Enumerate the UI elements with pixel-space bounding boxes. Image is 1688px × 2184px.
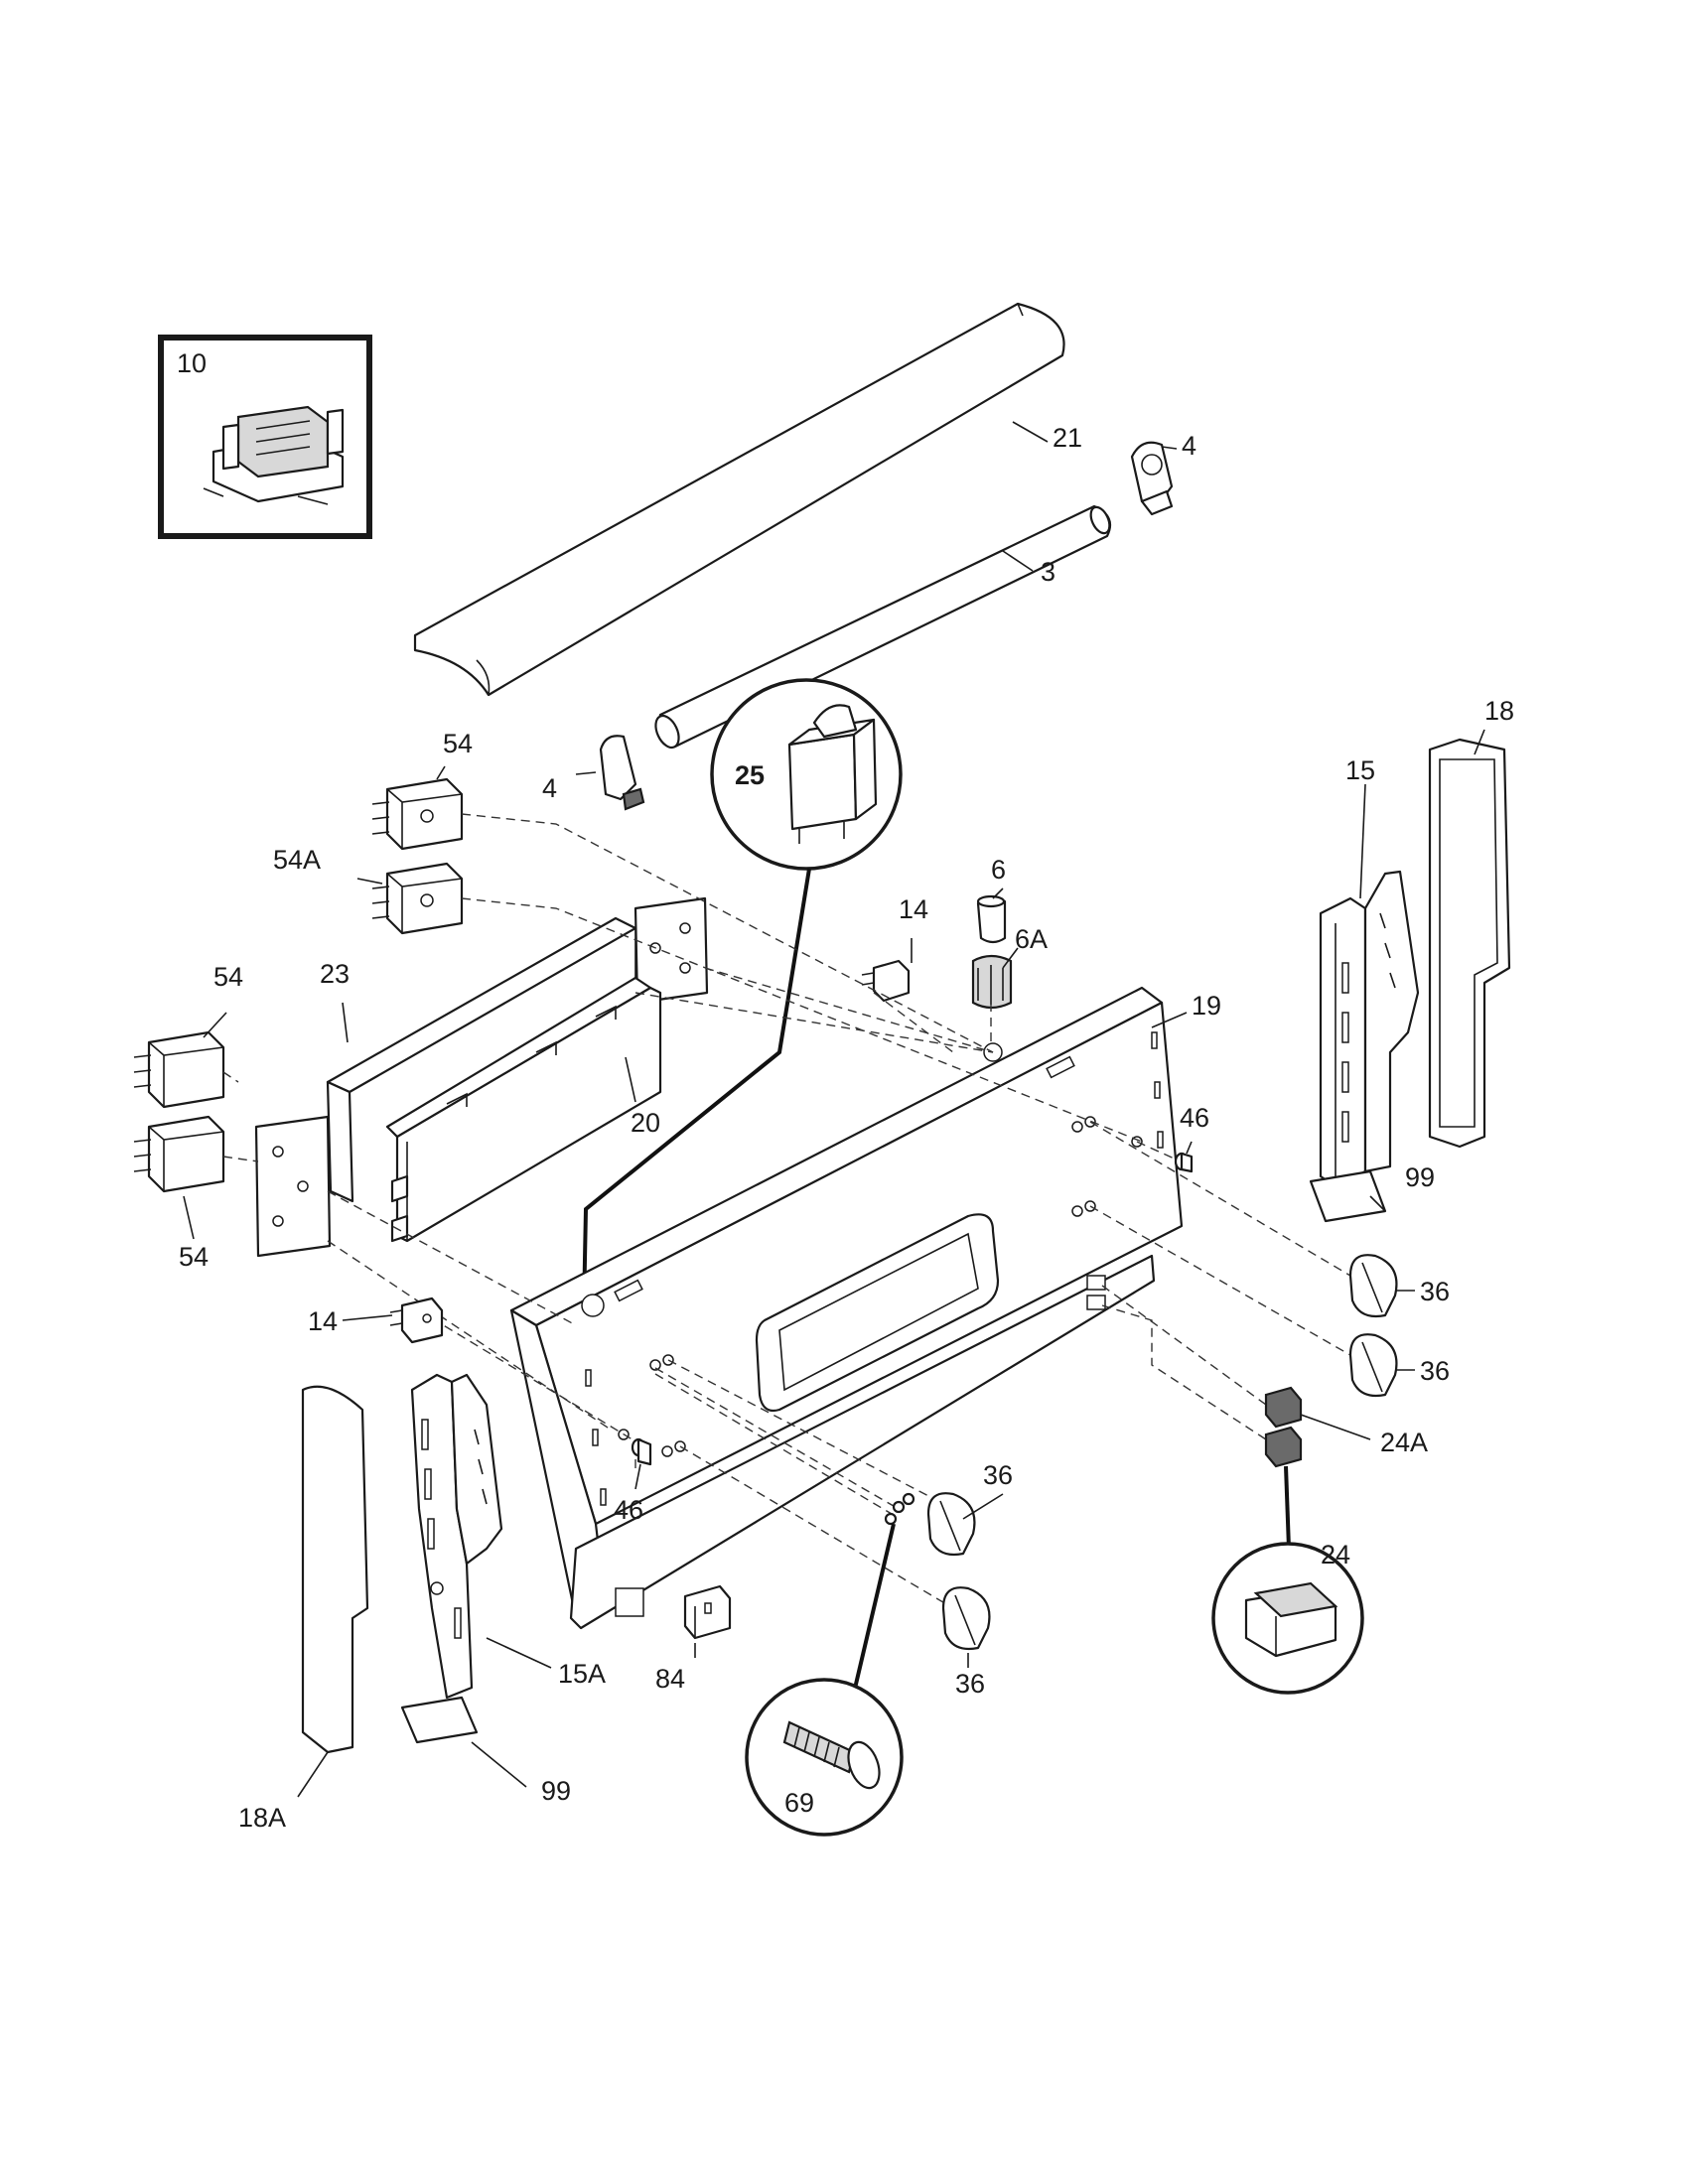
control-part-54A [371,862,464,935]
callout-99-right: 99 [1405,1162,1435,1192]
callout-4-right: 4 [1182,431,1196,461]
callout-3: 3 [1041,557,1055,587]
detail-circle-part-25 [710,678,903,871]
callout-54-bottom: 54 [179,1242,209,1272]
callout-24: 24 [1321,1540,1350,1570]
assembly-lines [222,813,1351,1737]
side-bracket-part-15A [400,1373,503,1744]
inset-part-10 [158,335,372,539]
receptacle-part-84 [683,1584,732,1640]
control-part-54-mid [133,1030,225,1109]
callout-14-lower: 14 [308,1306,338,1336]
callout-46-right: 46 [1180,1103,1209,1133]
callout-36-a: 36 [1420,1277,1450,1306]
callout-6A: 6A [1015,924,1048,954]
control-part-54-bottom [133,1115,225,1193]
terminal-block-part-14-upper [861,959,911,1003]
leader-heavy-25 [582,868,811,1311]
leader-heavy-24 [1284,1465,1291,1550]
leader-heavy-69 [852,1523,896,1694]
callout-21: 21 [1053,423,1082,453]
callout-36-b: 36 [1420,1356,1450,1386]
callout-14-upper: 14 [899,894,928,924]
side-bracket-part-15 [1309,870,1420,1223]
callout-15: 15 [1345,755,1375,785]
knob-part-36-b [1348,1333,1398,1398]
callout-25: 25 [735,760,765,790]
detail-circle-part-24 [1211,1542,1364,1695]
knob-part-36-c [926,1492,976,1557]
control-part-54-top [371,777,464,851]
leader-lines [183,421,1485,1798]
callout-20: 20 [631,1108,660,1138]
callout-69: 69 [784,1788,814,1818]
callout-46-left: 46 [614,1495,643,1525]
callout-99-left: 99 [541,1776,571,1806]
mounting-plate-lower [254,1115,332,1258]
callout-4-left: 4 [542,773,557,803]
callout-18: 18 [1484,696,1514,726]
callout-15A: 15A [558,1659,606,1689]
lamp-holder-part-4-right [1130,441,1174,516]
callout-36-c: 36 [983,1460,1013,1490]
callout-19: 19 [1192,991,1221,1021]
transformer-part-10 [203,405,345,505]
knob-part-36-a [1348,1254,1398,1318]
trim-part-18A [301,1385,369,1754]
light-shield-part-21 [413,302,1065,697]
mounting-plate-upper [633,896,709,1005]
callout-labels: 10 21 4 3 4 25 54 54A 23 54 54 20 14 6 6… [177,348,1514,1833]
backguard-panel-part-19 [509,986,1184,1630]
indicator-socket-part-6A [971,954,1013,1010]
knob-part-36-d [941,1586,991,1651]
lamp-holder-part-4-left [599,735,645,811]
callout-54A: 54A [273,845,321,875]
callout-84: 84 [655,1664,685,1694]
callout-10: 10 [177,348,207,378]
indicator-light-part-6 [976,894,1007,944]
control-housing-part-23 [326,916,637,1203]
trim-part-18 [1428,738,1511,1149]
terminal-block-part-14-lower [389,1297,444,1344]
callout-36-d: 36 [955,1669,985,1699]
callout-23: 23 [320,959,350,989]
screw-part-69-small [884,1492,915,1526]
detail-circle-part-69 [745,1678,904,1837]
callout-54-mid: 54 [213,962,243,992]
electronic-control-part-20 [385,976,662,1243]
callout-54-top: 54 [443,729,473,758]
rocker-switch-part-24A [1264,1386,1303,1468]
callout-18A: 18A [238,1803,286,1833]
callout-6: 6 [991,855,1006,885]
callout-24A: 24A [1380,1428,1428,1457]
spacer-part-46-right [1174,1152,1194,1173]
spacer-part-46-left [631,1437,652,1466]
